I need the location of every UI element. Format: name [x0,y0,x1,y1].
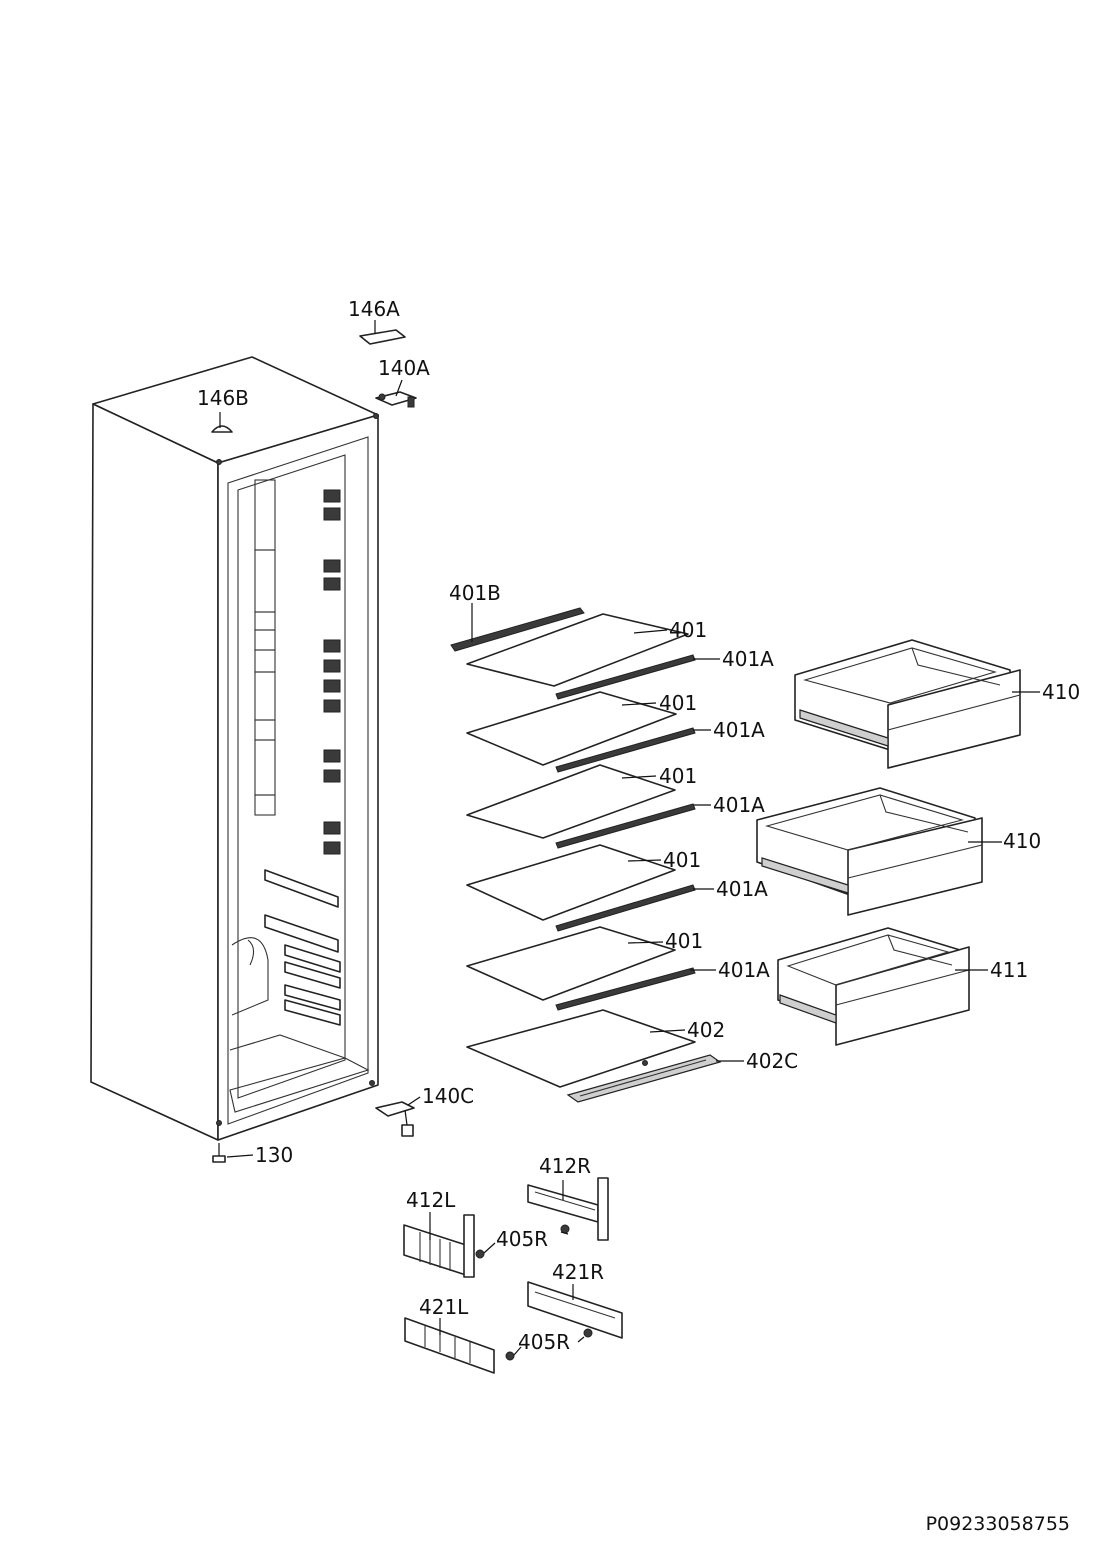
rail-412L [403,1214,475,1278]
label-401A-5: 401A [718,958,770,982]
label-405R-1: 405R [496,1227,548,1251]
label-401A-3: 401A [713,793,765,817]
hinge-cover-146A [359,329,406,345]
drawer-410-middle [756,787,983,916]
label-140A: 140A [378,356,430,380]
drawer-410-top [794,639,1021,769]
hinge-140C [375,1101,415,1137]
label-401-3: 401 [659,764,697,788]
label-402: 402 [687,1018,725,1042]
label-401A-2: 401A [713,718,765,742]
screws-405R [475,1224,593,1361]
label-401-4: 401 [663,848,701,872]
label-421R: 421R [552,1260,604,1284]
label-411: 411 [990,958,1028,982]
label-401A-4: 401A [716,877,768,901]
inner-drawer-rails [231,869,341,1026]
label-401A-1: 401A [722,647,774,671]
label-401-5: 401 [665,929,703,953]
label-405R-2: 405R [518,1330,570,1354]
label-410-2: 410 [1003,829,1041,853]
label-401-1: 401 [669,618,707,642]
part-labels: 146A 140A 146B 401B 401 401A 401 401A 40… [197,297,1080,1535]
shelf-stack [450,607,722,1103]
label-146A: 146A [348,297,400,321]
label-140C: 140C [422,1084,474,1108]
cap-146B [211,425,233,433]
drawer-411 [777,927,970,1046]
label-130: 130 [255,1143,293,1167]
hinge-140A [375,391,417,408]
fridge-cabinet [90,356,379,1141]
label-146B: 146B [197,386,249,410]
label-421L: 421L [419,1295,469,1319]
rail-421R [527,1281,623,1339]
label-412R: 412R [539,1154,591,1178]
label-401B: 401B [449,581,501,605]
foot-130 [212,1143,226,1163]
right-shelf-brackets [323,489,341,855]
label-410-1: 410 [1042,680,1080,704]
label-401-2: 401 [659,691,697,715]
label-412L: 412L [406,1188,456,1212]
left-shelf-rails [254,479,276,816]
rail-421L [404,1317,495,1374]
rail-412R [527,1177,609,1241]
document-reference: P09233058755 [926,1513,1070,1535]
label-402C: 402C [746,1049,798,1073]
leader-lines [219,320,1040,1356]
